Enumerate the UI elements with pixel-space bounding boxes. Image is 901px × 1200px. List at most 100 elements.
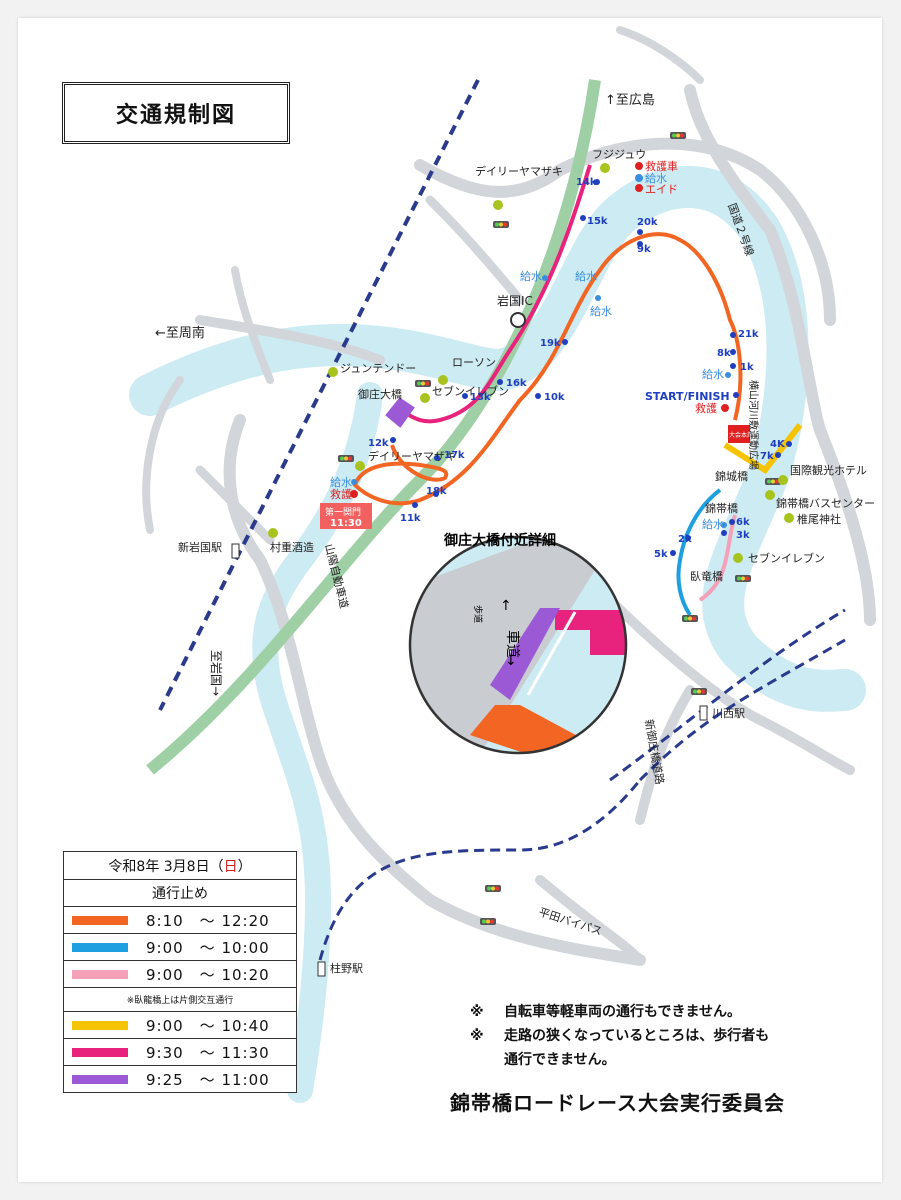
svg-text:17k: 17k (444, 450, 465, 461)
route-purple (385, 397, 415, 428)
label-hashirano: 柱野駅 (330, 961, 363, 975)
label-water-2: 給水 (520, 269, 542, 283)
legend-time: 9:30 ～ 11:30 (146, 1043, 270, 1062)
label-misho-bridge: 御庄大橋 (358, 387, 402, 401)
detail-title: 御庄大橋付近詳細 (443, 532, 556, 549)
label-shunan: ←至周南 (155, 325, 205, 341)
svg-text:13k: 13k (470, 392, 491, 403)
detail-inset (408, 535, 628, 755)
legend-date-suffix: ） (237, 858, 252, 875)
svg-text:12k: 12k (368, 438, 389, 449)
label-shiio: 椎尾神社 (797, 512, 841, 526)
label-daily-top: デイリーヤマザキ (475, 164, 563, 178)
legend-date-prefix: 令和8年 3月8日（ (108, 858, 224, 875)
detail-lane: 車道 (504, 630, 521, 658)
label-ambulance: 救護車 (645, 159, 678, 173)
label-water-7: 給水 (702, 517, 724, 531)
poi-markers (268, 162, 794, 563)
railways (158, 79, 846, 961)
svg-text:14k: 14k (576, 177, 597, 188)
detail-sidewalk: 歩道 (472, 605, 484, 623)
svg-text:18k: 18k (426, 486, 447, 497)
hq-badge (728, 425, 750, 443)
label-shin-iwakuni: 新岩国駅 (178, 540, 222, 554)
label-juntendo: ジュンテンドー (340, 362, 416, 375)
legend-date-day: 日 (223, 858, 238, 875)
label-water-6: 給水 (702, 367, 724, 381)
ic-marker (510, 312, 526, 328)
label-rescue-left: 救護 (330, 487, 352, 501)
svg-text:10k: 10k (544, 392, 565, 403)
route-magenta (399, 164, 592, 424)
note-line-2: ※走路の狭くなっているところは、歩行者も (470, 1024, 769, 1048)
label-daily-left: デイリーヤマザキ (368, 449, 456, 463)
svg-text:21k: 21k (738, 329, 759, 340)
route-pink (698, 514, 737, 602)
label-lawson: ローソン (452, 356, 496, 369)
svg-text:5k: 5k (654, 549, 668, 560)
legend-time: 9:00 ～ 10:00 (146, 938, 270, 957)
svg-text:6k: 6k (736, 517, 750, 528)
traffic-signal-icons (338, 132, 781, 925)
svg-text:7k: 7k (760, 451, 774, 462)
legend-time: 9:00 ～ 10:40 (146, 1016, 270, 1035)
legend-swatch-yellow (72, 1020, 128, 1030)
legend-swatch-blue (72, 942, 128, 952)
detail-lane-up: ↑ (500, 598, 512, 614)
expressway (146, 79, 601, 775)
legend-swatch-pink (72, 969, 128, 979)
legend-row: 9:00 ～ 10:40 (64, 1011, 296, 1038)
label-iwakuni-ic: 岩国IC (497, 293, 533, 308)
label-kinjo-bridge: 錦城橋 (715, 469, 748, 483)
legend-row: 9:25 ～ 11:00 (64, 1065, 296, 1092)
svg-text:20k: 20k (637, 217, 658, 228)
label-water-3: 給水 (575, 269, 597, 283)
first-gate-time: 11:30 (330, 518, 362, 529)
label-kintai-bus: 錦帯橋バスセンター (776, 496, 875, 510)
legend-time: 9:00 ～ 10:20 (146, 965, 270, 984)
legend-row: 9:30 ～ 11:30 (64, 1038, 296, 1065)
hq-label: 大会本部 (729, 431, 753, 439)
label-garyu-bridge: 臥竜橋 (690, 569, 723, 583)
label-seven-left: セブンイレブン (432, 384, 509, 398)
label-kawanishi: 川西駅 (712, 707, 745, 720)
legend-swatch-purple (72, 1074, 128, 1084)
detail-lane-down: ↓ (505, 653, 517, 669)
note-mark: ※ (470, 1028, 484, 1044)
svg-text:2k: 2k (678, 534, 692, 545)
route-blue (676, 488, 722, 617)
notes: ※自転車等軽車両の通行もできません。 ※走路の狭くなっているところは、歩行者も … (470, 1000, 769, 1072)
label-iwakuni: 至岩国→ (209, 650, 224, 696)
first-gate-label: 第一関門 (325, 506, 361, 518)
legend: 令和8年 3月8日（日） 通行止め 8:10 ～ 12:20 9:00 ～ 10… (63, 851, 297, 1093)
label-start-finish: START/FINISH (645, 390, 730, 403)
svg-text:11k: 11k (400, 513, 421, 524)
svg-text:4K: 4K (770, 439, 786, 450)
route-orange (352, 232, 743, 506)
label-fujijuu: フジジュウ (592, 148, 646, 161)
label-murashige: 村重酒造 (270, 540, 314, 554)
svg-text:9k: 9k (637, 244, 651, 255)
label-rescue-right: 救護 (695, 401, 717, 415)
note-line-1: ※自転車等軽車両の通行もできません。 (470, 1000, 769, 1024)
legend-row: 8:10 ～ 12:20 (64, 906, 296, 933)
legend-date: 令和8年 3月8日（日） (64, 852, 296, 879)
legend-row: 9:00 ～ 10:20 (64, 960, 296, 987)
page-title: 交通規制図 (115, 103, 236, 128)
label-kintai-bridge: 錦帯橋 (705, 501, 738, 515)
svg-text:16k: 16k (506, 378, 527, 389)
legend-swatch-magenta (72, 1047, 128, 1057)
page-title-box: 交通規制図 (62, 82, 290, 144)
legend-note: ※臥龍橋上は片側交互通行 (64, 987, 296, 1011)
svg-text:15k: 15k (587, 216, 608, 227)
first-gate-badge (320, 503, 372, 529)
label-aid: エイド (645, 183, 678, 196)
label-kokusai-hotel: 国際観光ホテル (790, 463, 867, 477)
legend-time: 8:10 ～ 12:20 (146, 911, 270, 930)
label-water-1: 給水 (645, 171, 667, 185)
legend-time: 9:25 ～ 11:00 (146, 1070, 270, 1089)
legend-swatch-orange (72, 915, 128, 925)
note-mark: ※ (470, 1004, 484, 1020)
note-line-3: 通行できません。 (504, 1052, 616, 1068)
